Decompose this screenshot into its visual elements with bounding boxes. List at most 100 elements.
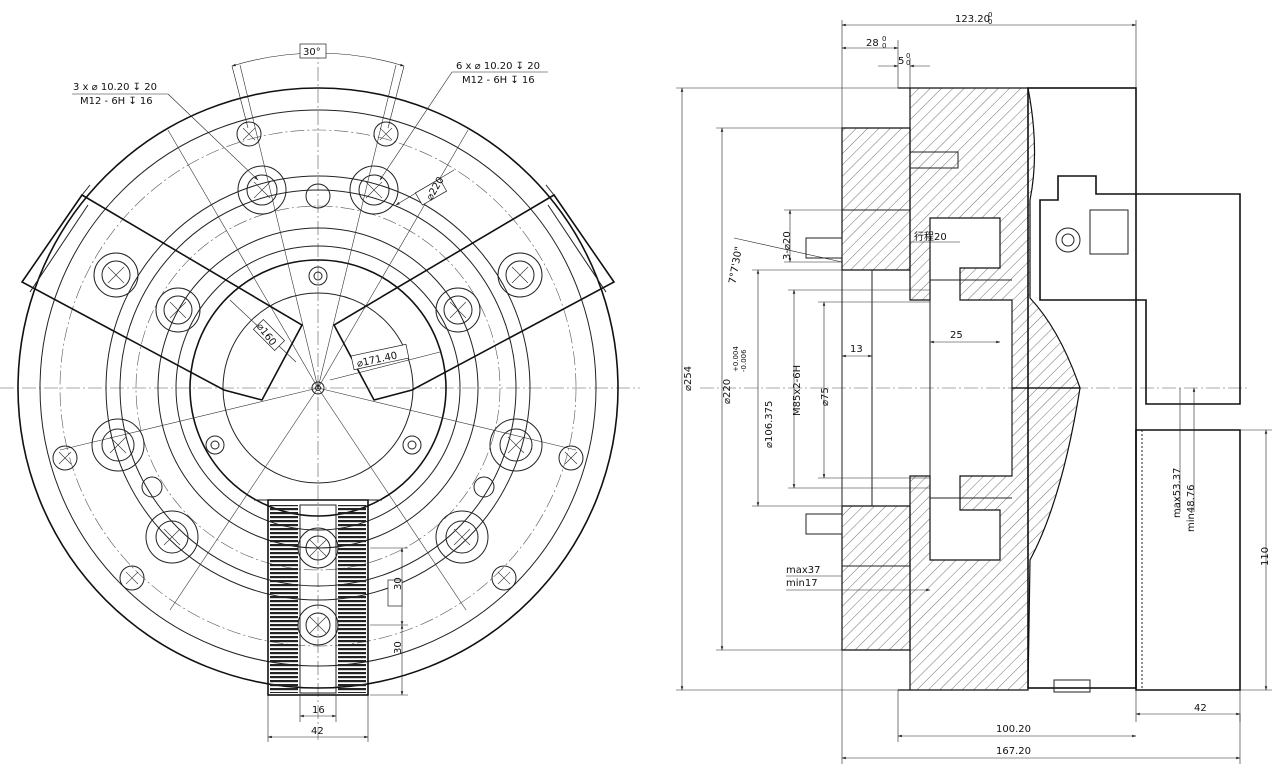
- dim-13-label: 13: [850, 344, 863, 355]
- chuck-circle-6: [175, 245, 461, 531]
- jaw-left: [20, 184, 304, 401]
- bolt-2: [349, 165, 399, 215]
- front-view: 30° 3 x ⌀ 10.20 ↧ 20 M12 - 6H ↧ 16 6 x ⌀…: [0, 43, 640, 742]
- dia-75-label: ⌀75: [820, 387, 831, 406]
- dim-dia-220-side: ⌀220: [716, 127, 842, 651]
- dim-bottom-jaw-widths: 16 42: [267, 695, 369, 742]
- dim-110-label: 110: [1260, 547, 1271, 566]
- bolt-9: [145, 510, 199, 564]
- dia-254-label: ⌀254: [683, 366, 694, 391]
- radial-line-6: [317, 387, 467, 611]
- dim-100-20-label: 100.20: [996, 724, 1031, 735]
- dim-167-20: 167.20: [841, 650, 1241, 764]
- stud-bottom: [805, 513, 843, 535]
- dim-123-20-label: 123.20: [955, 14, 990, 25]
- dim-dia-160: ⌀160: [229, 299, 297, 363]
- chuck-circle-2: [39, 109, 597, 667]
- chuck-circle-4: [119, 189, 517, 587]
- bolt-1: [237, 165, 287, 215]
- lower-jaw: [1135, 429, 1241, 691]
- hole-callout-left: 3 x ⌀ 10.20 ↧ 20 M12 - 6H ↧ 16: [72, 82, 259, 181]
- dim-25: 25: [929, 330, 1001, 344]
- radial-line-1: [167, 129, 319, 389]
- bolt-circle-inner: [135, 205, 501, 571]
- stroke-20-label: 行程20: [914, 230, 947, 243]
- dim-16-label: 16: [312, 705, 325, 716]
- thread-m85-label: M85x2-6H: [792, 365, 803, 416]
- bolt-5: [497, 252, 543, 298]
- dim-dia-220-front: ⌀220: [395, 169, 455, 206]
- radial-line-4: [317, 387, 577, 451]
- dim-max37-min17: max37 min17: [786, 565, 931, 592]
- bolt-8: [489, 418, 543, 472]
- min48-76-label: min48.76: [1186, 485, 1197, 533]
- radial-line-8: [317, 64, 397, 389]
- radial-line-2: [317, 129, 469, 389]
- dim-42-side: 42: [1135, 690, 1241, 722]
- dim-thread-m85: M85x2-6H: [788, 289, 930, 489]
- chuck-outer-circle: [17, 87, 619, 689]
- chuck-circle-3: [105, 175, 531, 601]
- dia-106-375-tol-upper: +0.004: [732, 346, 740, 372]
- dim-holes-3-d20: 3-⌀20: [782, 209, 842, 263]
- dim-max53-min48: max53.37 min48.76: [1172, 387, 1197, 533]
- hole-callout-right-line2: M12 - 6H ↧ 16: [462, 75, 535, 86]
- jaw-bottom: [254, 499, 382, 696]
- angle-7-label: 7°7'30": [728, 246, 745, 285]
- dia-106-375-label: ⌀106.375: [764, 401, 775, 448]
- upper-jaw: [1039, 175, 1241, 405]
- bolt-3: [93, 252, 139, 298]
- dim-dia-106-375: ⌀106.375 +0.004 -0.006: [732, 269, 842, 507]
- radial-line-5: [169, 387, 319, 611]
- hole-callout-right-line1: 6 x ⌀ 10.20 ↧ 20: [456, 61, 540, 72]
- section-flange-top: [841, 127, 911, 271]
- max37-label: max37: [786, 565, 821, 576]
- dim-25-label: 25: [950, 330, 963, 341]
- jaw-housing-outer: [1027, 87, 1137, 689]
- section-flange-bottom: [841, 505, 911, 651]
- section-body-bottom: [898, 387, 1081, 691]
- bolt-10: [435, 510, 489, 564]
- dim-100-20: 100.20: [897, 690, 1137, 742]
- min17-label: min17: [786, 578, 818, 589]
- bolt-6: [435, 287, 481, 333]
- dia-106-375-tol-lower: -0.006: [740, 349, 748, 372]
- max53-37-label: max53.37: [1172, 468, 1183, 518]
- dim-dia-254: ⌀254: [676, 87, 898, 691]
- bolt-circle-outer: [59, 129, 577, 647]
- dim-167-20-label: 167.20: [996, 746, 1031, 757]
- dim-angle-30: 30°: [231, 43, 405, 129]
- hole-callout-left-line2: M12 - 6H ↧ 16: [80, 96, 153, 107]
- small-holes: [52, 121, 584, 591]
- jaw-right: [332, 184, 616, 401]
- dim-5-label: 5: [898, 56, 904, 67]
- section-body-top: [898, 87, 1081, 389]
- dia-220-side-label: ⌀220: [722, 379, 733, 404]
- radial-line-7: [239, 64, 319, 389]
- bolt-12: [297, 604, 339, 646]
- pin-top: [909, 151, 959, 169]
- dim-stroke-20: 行程20: [910, 230, 960, 243]
- dim-30-lower-label: 30: [393, 641, 404, 654]
- dim-110: 110: [1240, 429, 1272, 691]
- bolt-4: [155, 287, 201, 333]
- chuck-bore-outer: [189, 259, 447, 517]
- hole-callout-left-line1: 3 x ⌀ 10.20 ↧ 20: [73, 82, 157, 93]
- dim-42-front-label: 42: [311, 726, 324, 737]
- hole-callout-right: 6 x ⌀ 10.20 ↧ 20 M12 - 6H ↧ 16: [379, 61, 548, 181]
- angle-30-label: 30°: [303, 47, 321, 58]
- bolt-7: [91, 418, 145, 472]
- dim-28-label: 28: [866, 38, 879, 49]
- bolt-11: [297, 527, 339, 569]
- bolt-heads: [91, 165, 543, 646]
- dim-30-vertical: 30 30: [370, 547, 408, 696]
- dim-dia-75: ⌀75: [818, 301, 930, 479]
- chuck-bore-inner: [222, 292, 414, 484]
